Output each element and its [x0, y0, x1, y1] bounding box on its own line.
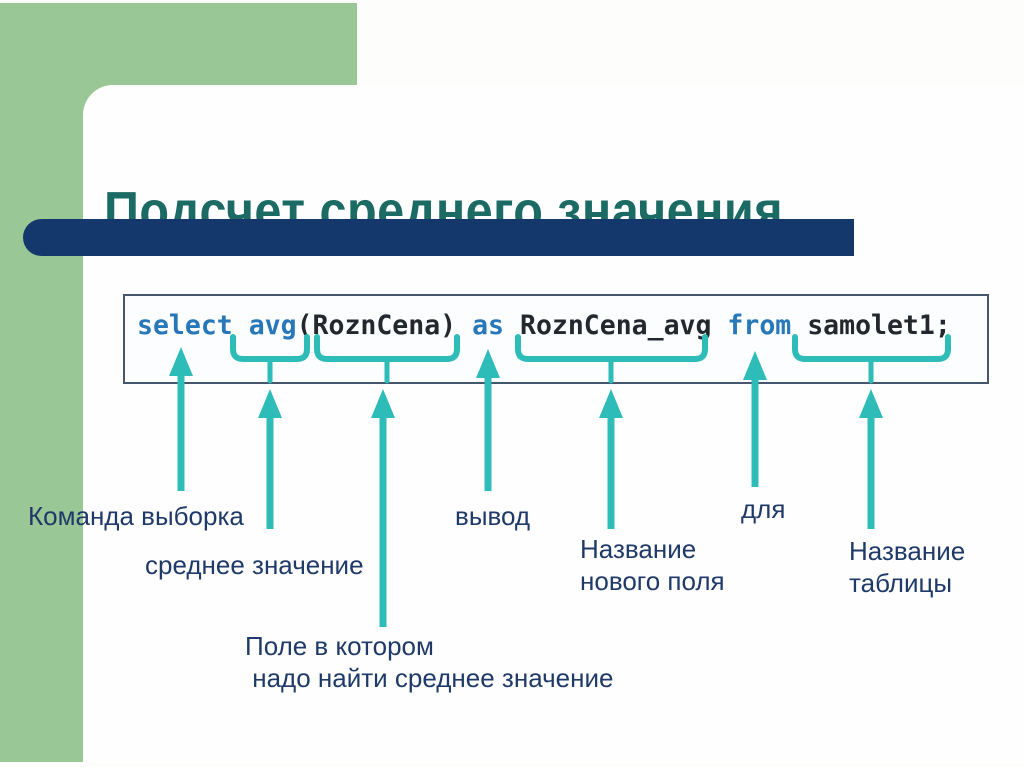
- sql-token-keyword: from: [727, 310, 792, 341]
- sql-token-identifier: samolet1;: [807, 310, 951, 341]
- callout-average-value: среднее значение: [145, 550, 364, 580]
- sql-token-plain: [791, 310, 807, 341]
- callout-field-to-average: Поле в котором надо найти среднее значен…: [245, 631, 614, 693]
- title-underline-bar: [23, 219, 854, 256]
- callout-table-name: Название таблицы: [849, 536, 966, 598]
- sql-code-box: select avg(RoznCena) as RoznCena_avg fro…: [123, 294, 989, 384]
- content-panel: [83, 85, 1024, 762]
- sql-token-identifier: (RoznCena): [296, 310, 457, 341]
- sql-token-plain: [233, 310, 249, 341]
- green-left-column: [0, 3, 83, 762]
- sql-token-plain: [456, 310, 472, 341]
- callout-select-command: Команда выборка: [28, 501, 244, 531]
- callout-output: вывод: [455, 501, 531, 531]
- sql-token-keyword: select: [137, 310, 233, 341]
- sql-token-keyword: as: [472, 310, 505, 341]
- sql-code: select avg(RoznCena) as RoznCena_avg fro…: [137, 310, 987, 341]
- callout-for: для: [741, 494, 786, 524]
- sql-token-plain: [711, 310, 727, 341]
- sql-token-identifier: RoznCena_avg: [519, 310, 712, 341]
- callout-new-field-name: Название нового поля: [580, 534, 725, 596]
- sql-token-keyword: avg: [248, 310, 297, 341]
- sql-token-plain: [504, 310, 520, 341]
